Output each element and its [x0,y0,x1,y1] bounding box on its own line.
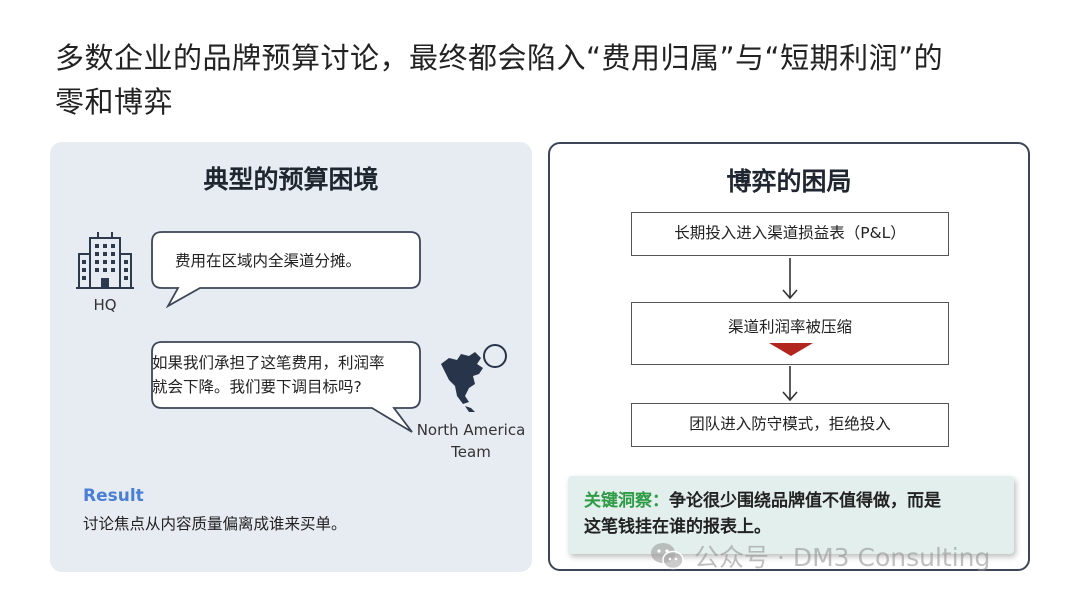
na-label-line-1: North America [416,421,526,439]
insight-key-label: 关键洞察： [584,491,669,511]
panel-title-left: 典型的预算困境 [203,165,379,194]
na-speech-bubble: 如果我们承担了这笔费用，利润率 就会下降。我们要下调目标吗? [152,351,422,399]
flow-step-2: 渠道利润率被压缩 [631,302,949,365]
headline: 多数企业的品牌预算讨论，最终都会陷入“费用归属”与“短期利润”的 零和博弈 [55,36,1045,124]
panel-title-right: 博弈的困局 [726,167,852,196]
down-arrow-icon [782,366,798,402]
insight-line-1: 争论很少围绕品牌值不值得做，而是 [669,491,941,511]
na-bubble-line-2: 就会下降。我们要下调目标吗? [152,378,362,396]
na-label-line-2: Team [451,443,491,461]
warning-triangle-icon [769,343,813,356]
flow-step-2-label: 渠道利润率被压缩 [727,318,852,336]
watermark-text: 公众号 · DM3 Consulting [694,543,991,572]
compass-icon [483,344,507,368]
insight-line-2: 这笔钱挂在谁的报表上。 [584,517,771,537]
hq-speech-bubble-shape [151,231,421,309]
down-arrow-icon [782,258,798,300]
flow-step-3: 团队进入防守模式，拒绝投入 [631,403,949,447]
wechat-icon [651,543,684,570]
na-bubble-line-1: 如果我们承担了这笔费用，利润率 [152,354,385,372]
hq-speech-bubble: 费用在区域内全渠道分摊。 [175,252,362,270]
budget-dilemma-panel: 典型的预算困境 HQ 费用在区域内全渠道分摊。 如果我们承担了这笔费用，利润率 [50,142,532,572]
watermark: 公众号 · DM3 Consulting [650,538,990,574]
na-team-label: North America Team [410,419,532,463]
hq-label: HQ [93,296,117,314]
building-icon [76,232,134,289]
flow-step-1: 长期投入进入渠道损益表（P&L） [631,212,949,256]
headline-line-1: 多数企业的品牌预算讨论，最终都会陷入“费用归属”与“短期利润”的 [55,41,944,75]
headline-line-2: 零和博弈 [55,85,174,119]
result-text: 讨论焦点从内容质量偏离成谁来买单。 [83,515,347,533]
result-title: Result [83,486,144,506]
north-america-map-icon [441,344,507,412]
na-speech-bubble-shape [151,341,421,433]
key-insight-box: 关键洞察：争论很少围绕品牌值不值得做，而是 这笔钱挂在谁的报表上。 [568,476,1014,554]
deadlock-panel: 博弈的困局 长期投入进入渠道损益表（P&L） 渠道利润率被压缩 团队进入防守模式… [548,142,1030,571]
